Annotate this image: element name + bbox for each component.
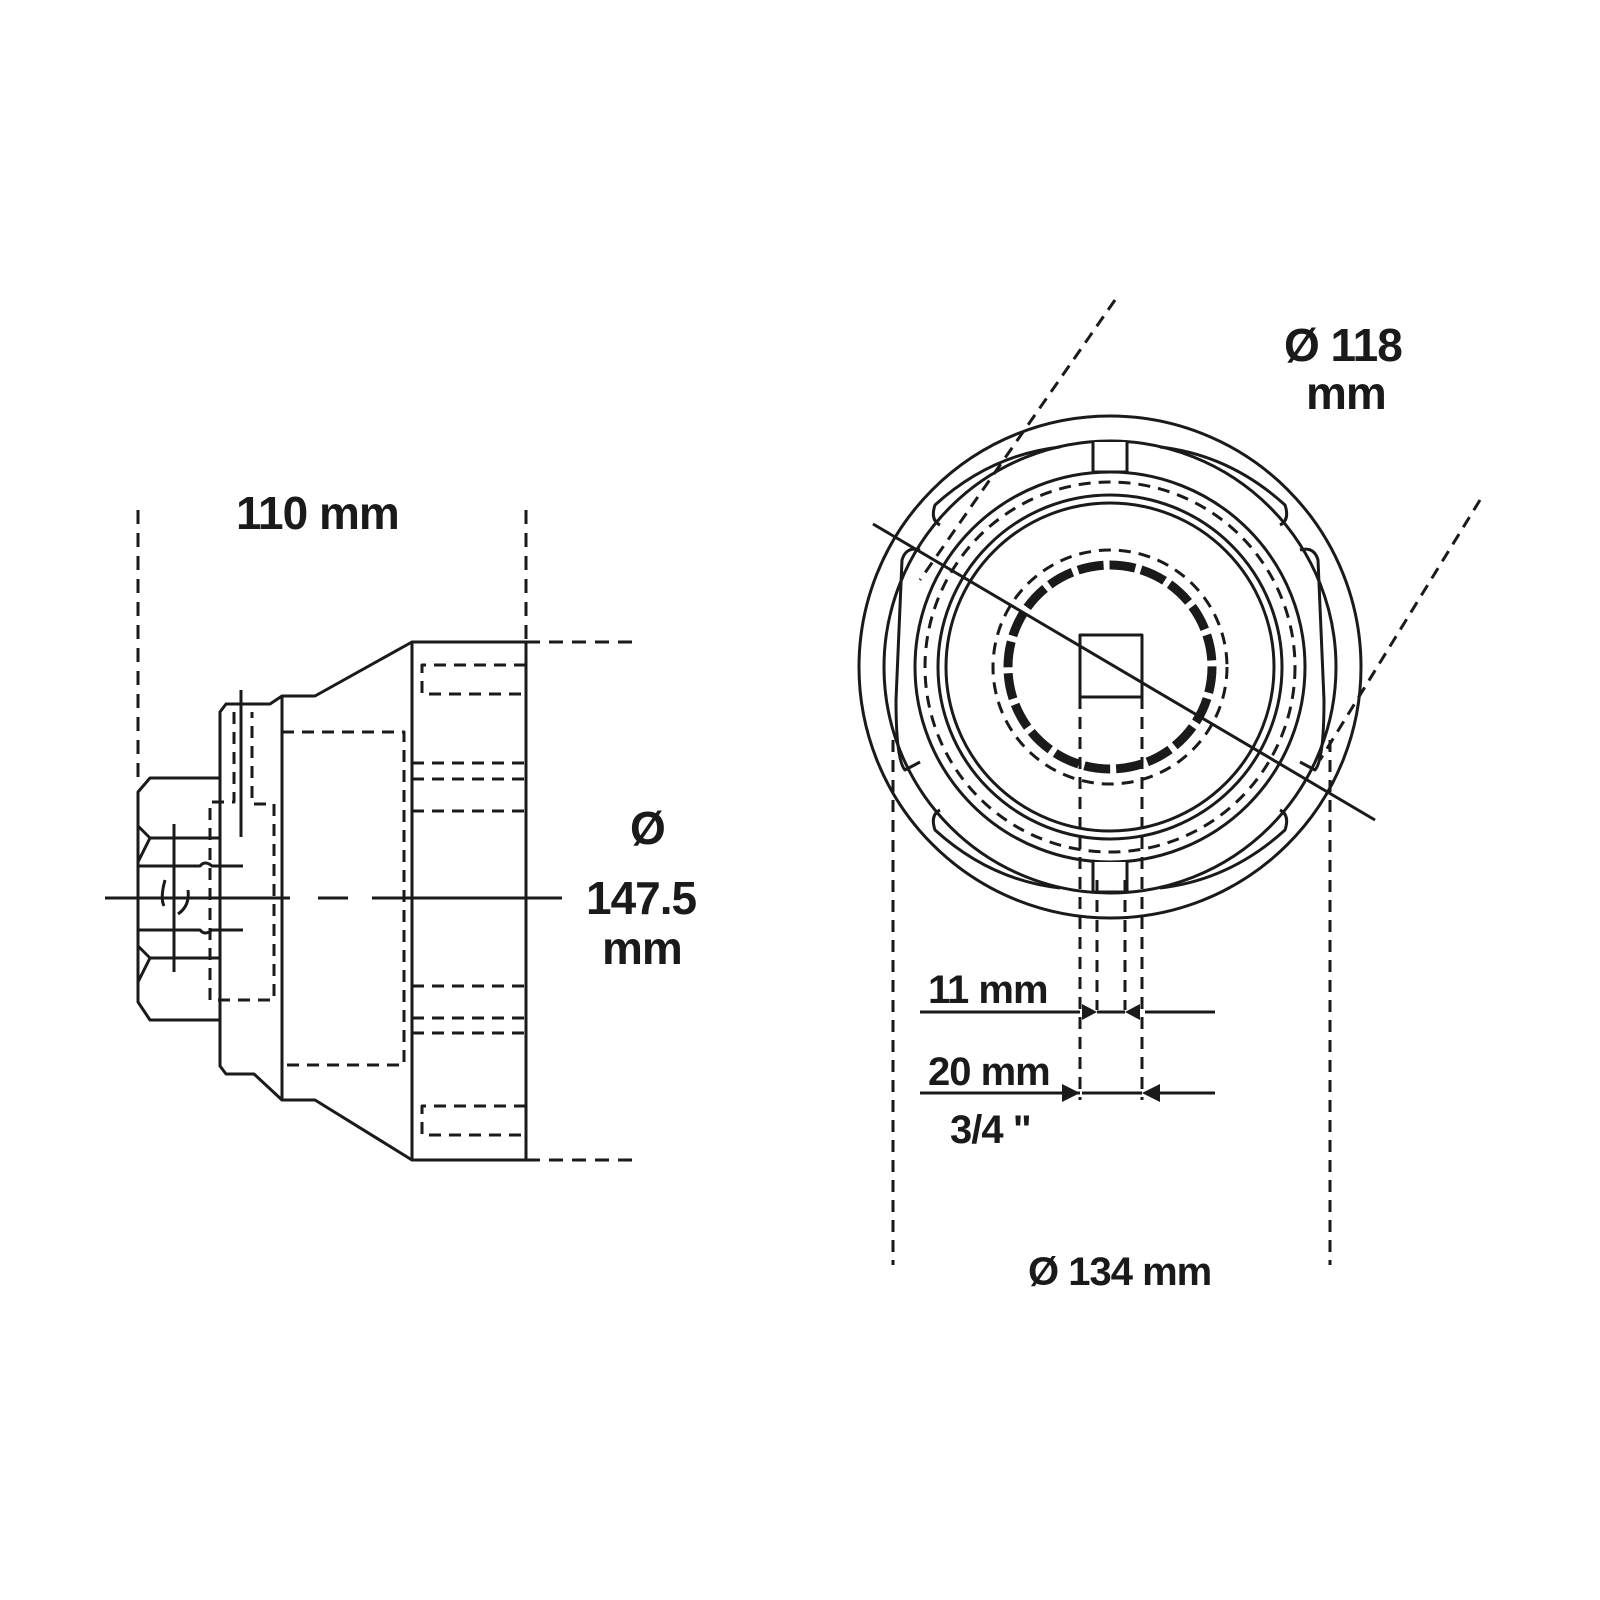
body-outline [410,640,528,1162]
slot-width-label: 11 mm [928,968,1049,1012]
front-view [857,299,1482,1265]
section-line [872,522,1376,822]
inner-diameter-unit-label: mm [1306,367,1387,419]
inner-diameter-label: Ø 118 [1284,319,1403,371]
square-drive [1078,633,1144,699]
spline-ring [1003,560,1217,774]
diameter-value-label: 147.5 [586,872,697,924]
length-label: 110 mm [236,487,400,539]
outer-rim [857,414,1363,920]
drive-size-label: 20 mm [928,1050,1051,1094]
taper-outline [280,640,413,1162]
diameter-symbol-label: Ø [630,802,666,854]
side-view [105,510,640,1162]
diameter-unit-label: mm [602,922,683,974]
neck-outline [218,694,284,1102]
drive-size-imperial-label: 3/4 " [950,1108,1032,1152]
outer-diameter-label: Ø 134 mm [1028,1250,1212,1294]
